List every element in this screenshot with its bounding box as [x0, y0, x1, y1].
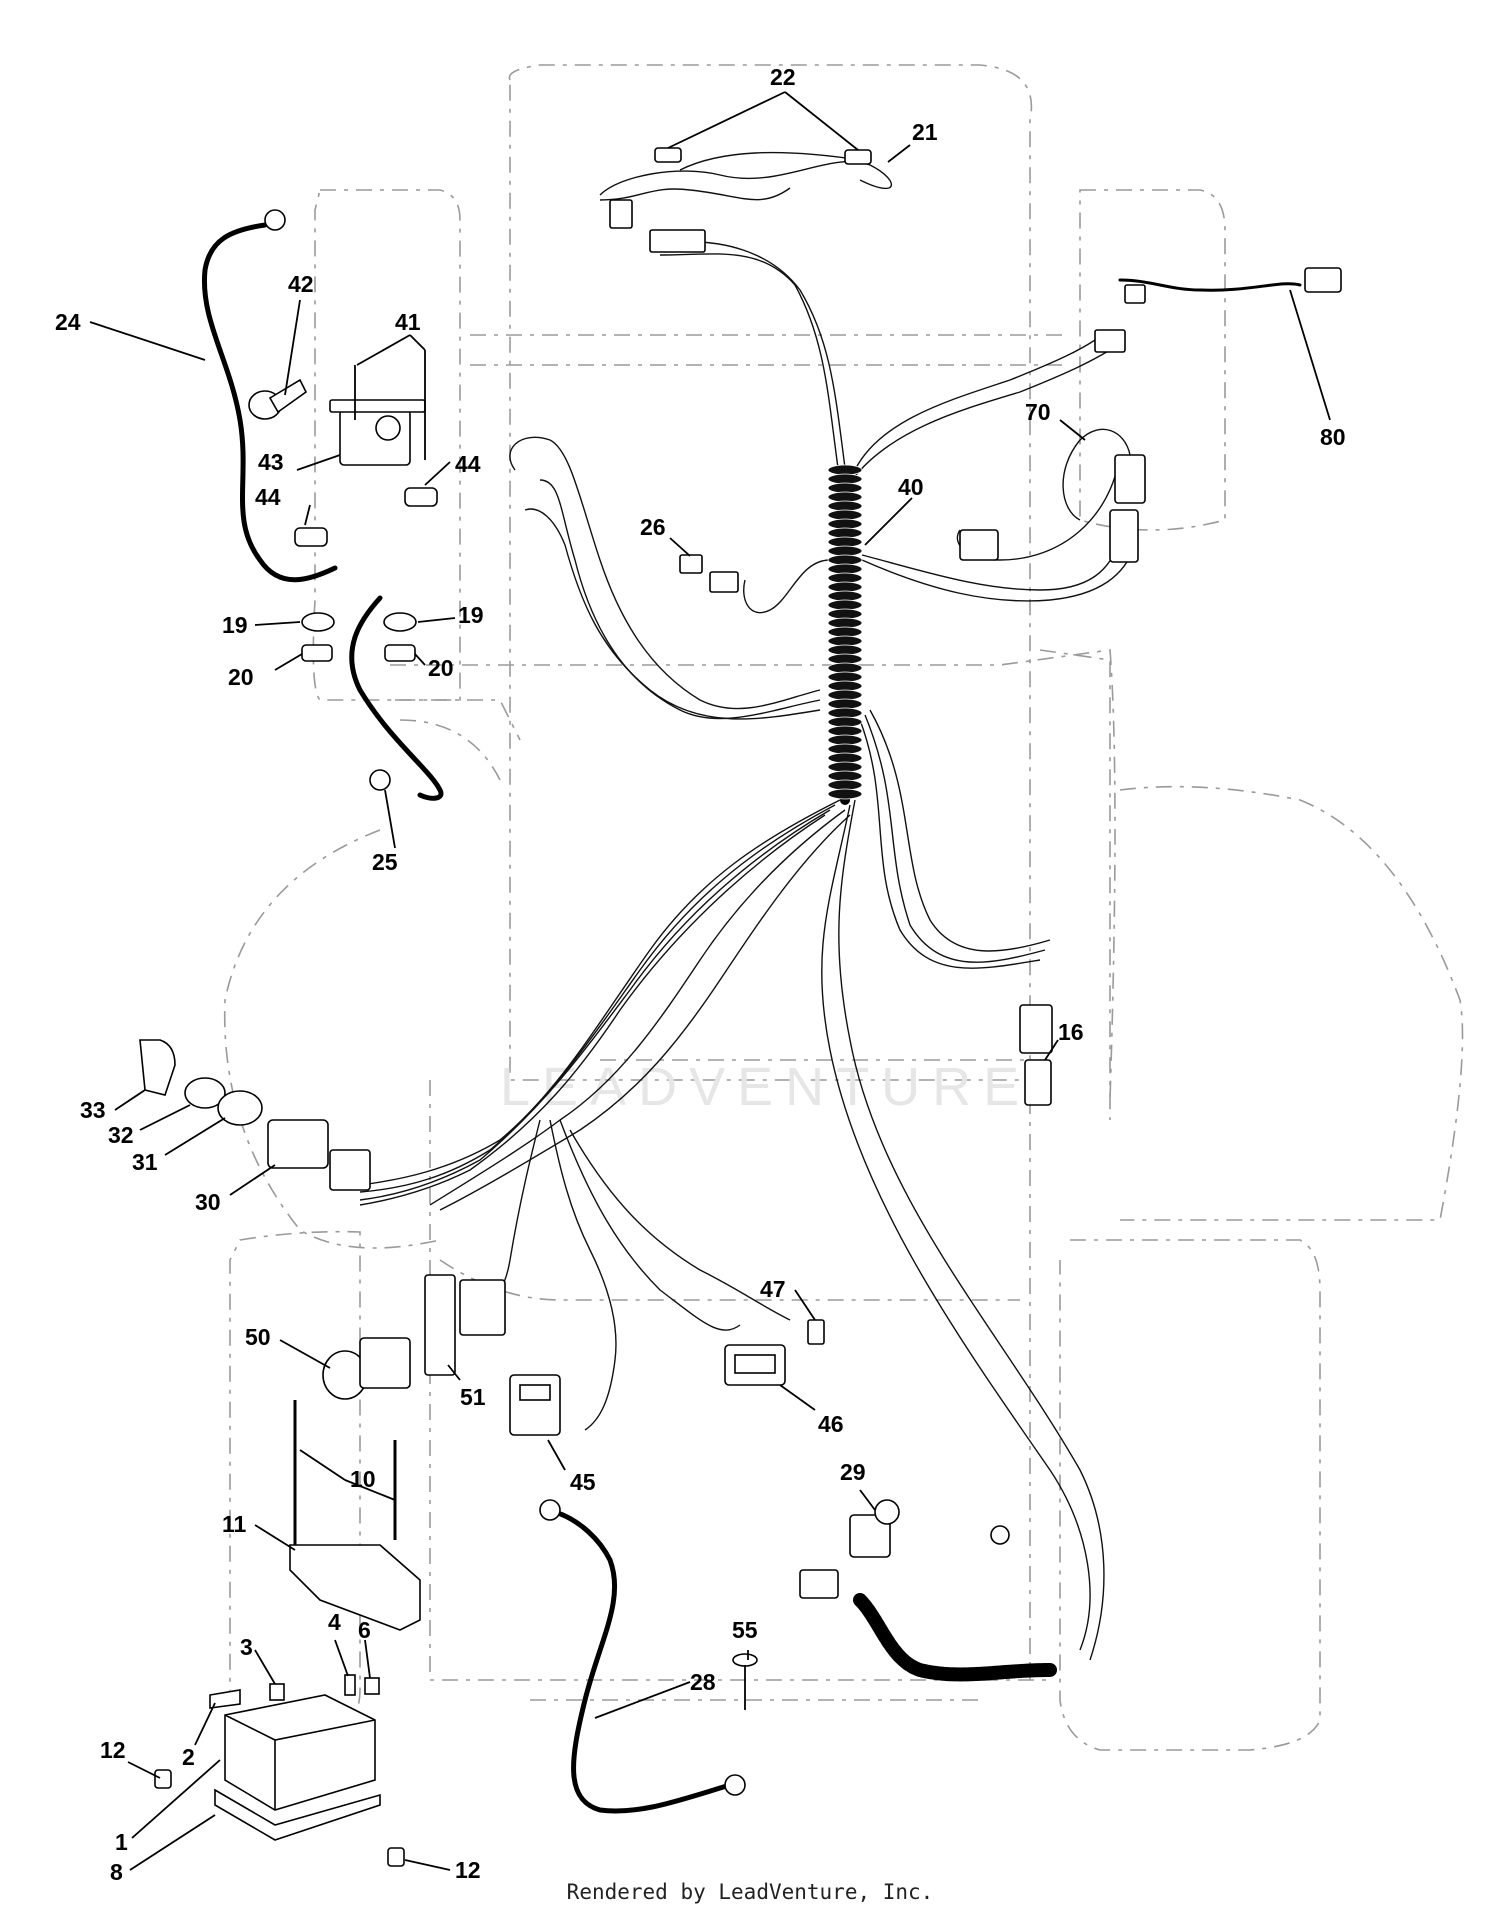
callout-30: 30	[195, 1189, 221, 1215]
sheath-coil	[827, 491, 863, 503]
sheath-coil	[827, 599, 863, 611]
callout-70: 70	[1025, 399, 1051, 425]
sheath-coil	[827, 608, 863, 620]
sheath-coil	[827, 464, 863, 476]
callout-25: 25	[372, 849, 398, 875]
callout-2: 2	[182, 1744, 195, 1770]
callout-10: 10	[350, 1466, 376, 1492]
callout-20-right: 20	[428, 655, 454, 681]
callout-41: 41	[395, 309, 421, 335]
sheath-coil	[827, 545, 863, 557]
callout-31: 31	[132, 1149, 158, 1175]
sheath-coil	[827, 581, 863, 593]
sheath-coil	[827, 482, 863, 494]
sheath-coil	[827, 770, 863, 782]
callout-8: 8	[110, 1859, 123, 1885]
sheath-coil	[827, 590, 863, 602]
sheath-coil	[827, 644, 863, 656]
sheath-coil	[827, 725, 863, 737]
callout-51: 51	[460, 1384, 486, 1410]
cable-24	[201, 222, 338, 583]
sheath-coil	[827, 716, 863, 728]
callout-6: 6	[358, 1617, 371, 1643]
sheath-coil	[827, 626, 863, 638]
callout-46: 46	[818, 1411, 844, 1437]
callout-32: 32	[108, 1122, 134, 1148]
sheath-coil	[827, 527, 863, 539]
sheath-coil	[827, 752, 863, 764]
sheath-coil	[827, 473, 863, 485]
callout-44-left: 44	[255, 484, 281, 510]
sheath-coil	[827, 635, 863, 647]
sheath-coil	[827, 689, 863, 701]
callout-29: 29	[840, 1459, 866, 1485]
callout-45: 45	[570, 1469, 596, 1495]
callout-47: 47	[760, 1276, 786, 1302]
harness-sheath-coils	[827, 464, 863, 800]
callouts: 22 21 24 42 41 43 44 44 19 19 20 20 25 2…	[55, 64, 1346, 1885]
callout-28: 28	[690, 1669, 716, 1695]
callout-44-right: 44	[455, 451, 481, 477]
sheath-coil	[827, 779, 863, 791]
callout-12-left: 12	[100, 1737, 126, 1763]
sheath-coil	[827, 554, 863, 566]
callout-22: 22	[770, 64, 796, 90]
sheath-coil	[827, 653, 863, 665]
callout-1: 1	[115, 1829, 128, 1855]
wiring-harness-40	[359, 151, 1136, 1661]
sheath-coil	[827, 563, 863, 575]
callout-26: 26	[640, 514, 666, 540]
sheath-coil	[827, 518, 863, 530]
sheath-coil	[827, 761, 863, 773]
watermark: LEADVENTURE	[500, 1057, 1031, 1117]
chassis-outline	[223, 64, 1464, 1751]
leader-lines	[89, 91, 1331, 1871]
callout-42: 42	[288, 271, 314, 297]
sheath-coil	[827, 536, 863, 548]
coil-cable-29	[853, 1593, 1057, 1682]
sheath-coil	[827, 509, 863, 521]
callout-3: 3	[240, 1634, 253, 1660]
sheath-coil	[827, 680, 863, 692]
sheath-coil	[827, 698, 863, 710]
cable-25	[349, 595, 444, 801]
callout-4: 4	[328, 1609, 341, 1635]
cable-28	[552, 1509, 733, 1814]
footer-credit: Rendered by LeadVenture, Inc.	[566, 1880, 934, 1904]
sheath-coil	[827, 662, 863, 674]
callout-24: 24	[55, 309, 81, 335]
callout-20-left: 20	[228, 664, 254, 690]
callout-33: 33	[80, 1097, 106, 1123]
callout-11: 11	[222, 1511, 247, 1537]
watermark-text: LEADVENTURE	[500, 1057, 1031, 1117]
callout-40: 40	[898, 474, 924, 500]
sheath-coil	[827, 788, 863, 800]
sheath-coil	[827, 500, 863, 512]
sheath-coil	[827, 707, 863, 719]
callout-12-right: 12	[455, 1857, 481, 1883]
callout-43: 43	[258, 449, 284, 475]
callout-50: 50	[245, 1324, 271, 1350]
callout-80: 80	[1320, 424, 1346, 450]
sheath-coil	[827, 617, 863, 629]
sheath-coil	[827, 572, 863, 584]
parts	[139, 147, 1342, 1867]
sheath-coil	[827, 734, 863, 746]
callout-21: 21	[912, 119, 938, 145]
callout-19-left: 19	[222, 612, 248, 638]
sheath-coil	[827, 743, 863, 755]
sheath-coil	[827, 671, 863, 683]
callout-55: 55	[732, 1617, 758, 1643]
callout-19-right: 19	[458, 602, 484, 628]
callout-16: 16	[1058, 1019, 1084, 1045]
